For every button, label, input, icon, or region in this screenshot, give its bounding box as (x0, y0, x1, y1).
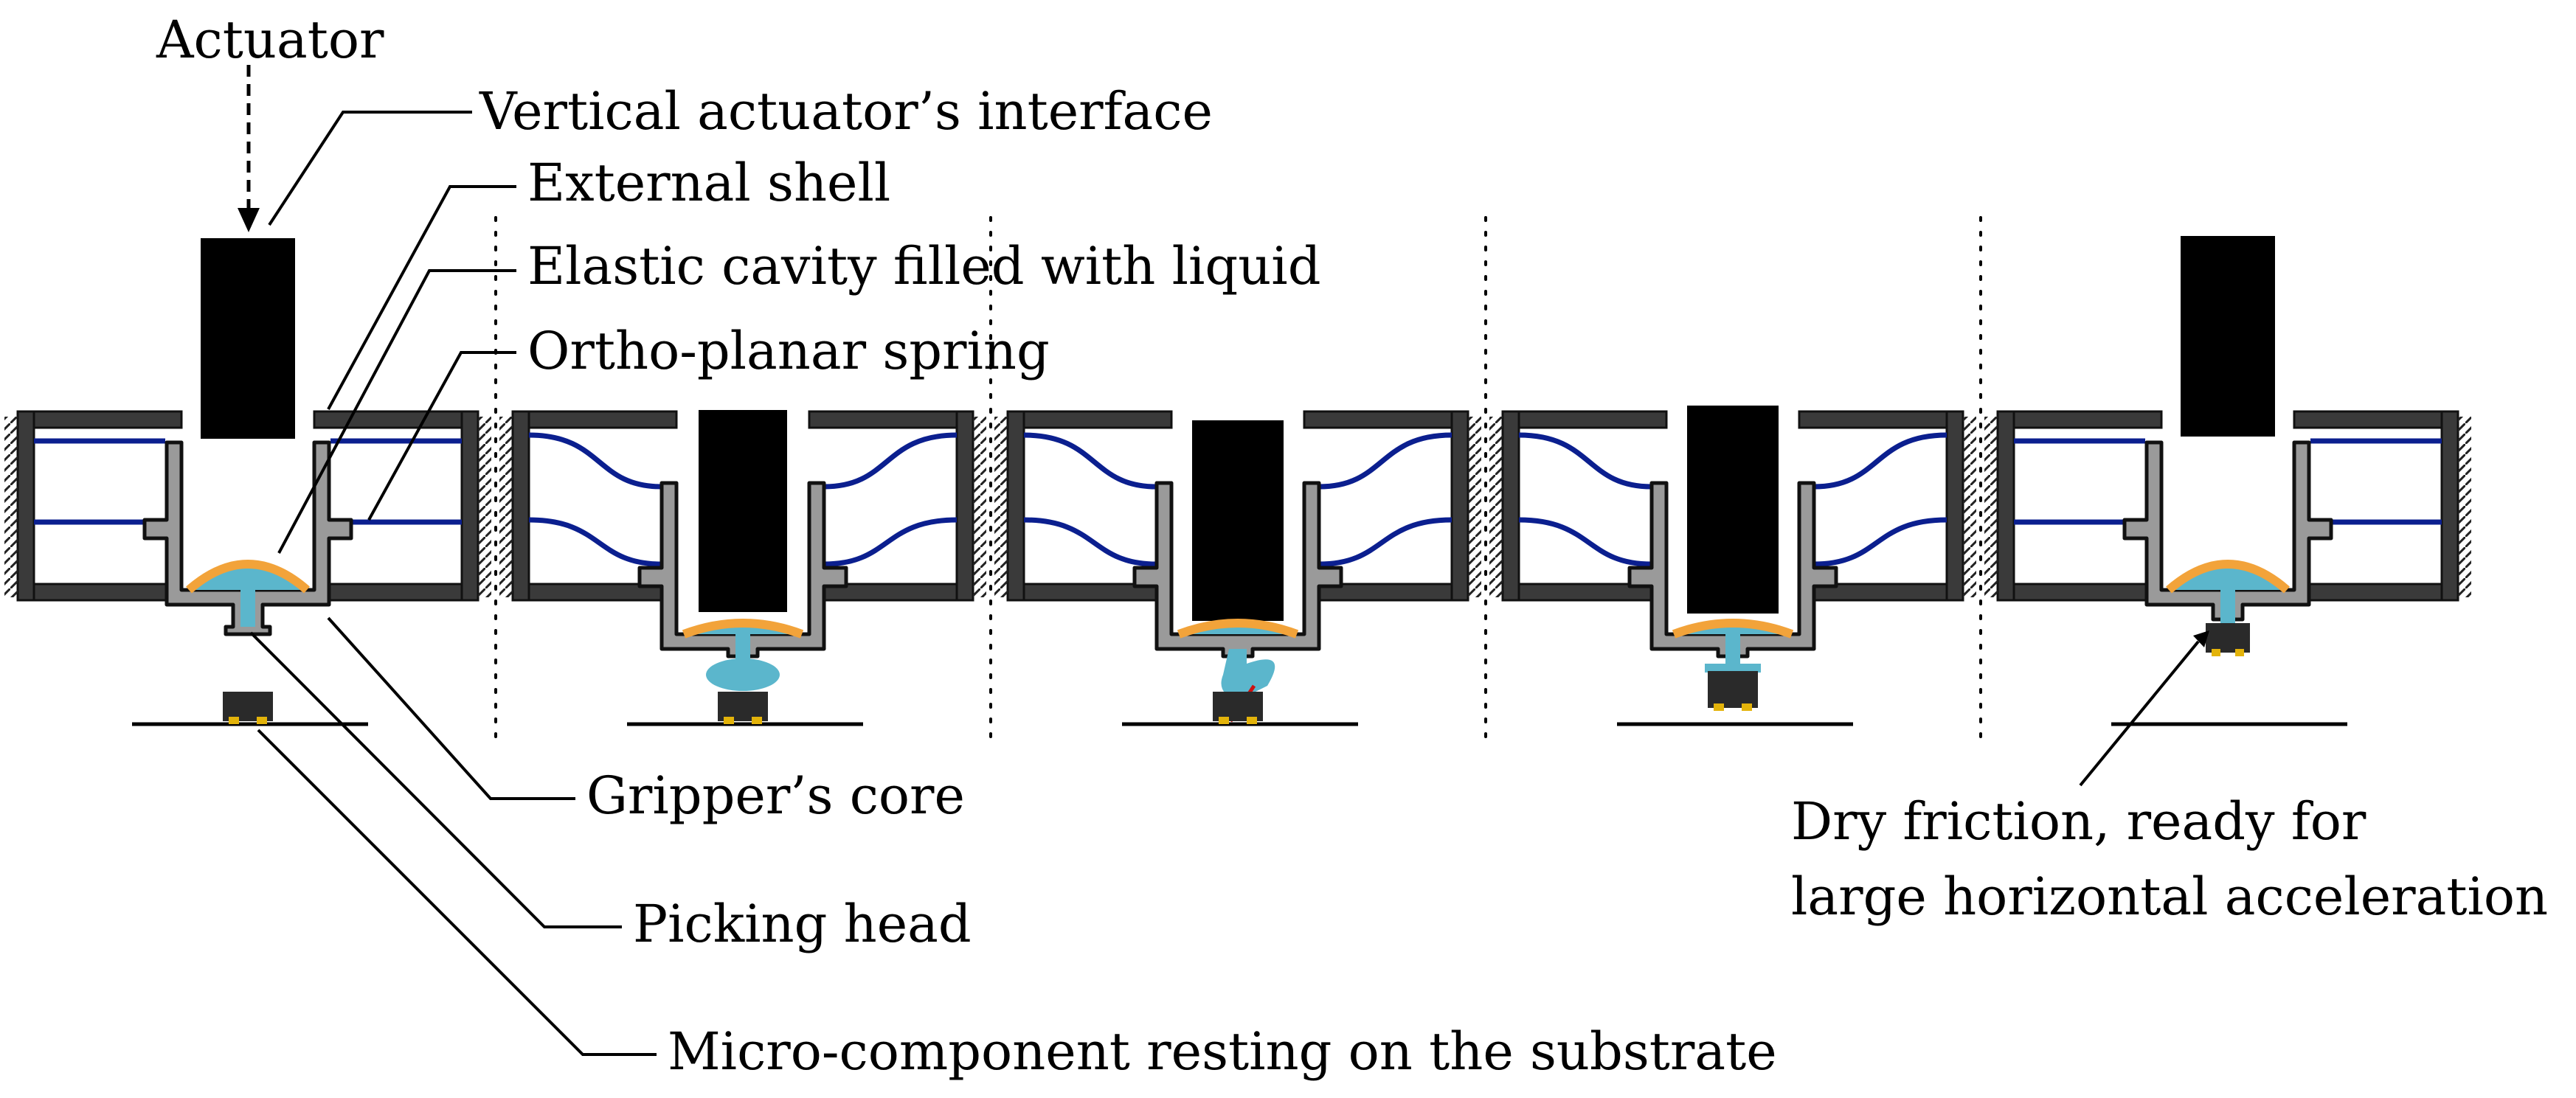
label-micro-component: Micro-component resting on the substrate (668, 1021, 1777, 1082)
ortho-planar-spring (1518, 432, 1947, 567)
micro-component (2206, 623, 2250, 656)
elastic-cavity (684, 623, 802, 634)
ortho-planar-spring (1023, 432, 1453, 567)
grippers-core (637, 481, 848, 659)
ortho-planar-spring (34, 438, 462, 525)
leader-external-shell (327, 185, 516, 410)
label-dry-friction-line1: Dry friction, ready for (1791, 791, 2366, 852)
actuator-block (201, 238, 295, 439)
label-picking-head: Picking head (633, 894, 972, 954)
stage-4 (1489, 406, 1976, 726)
elastic-cavity (1674, 623, 1792, 634)
picking-head (1221, 649, 1275, 701)
leader-elastic-cavity (277, 269, 516, 554)
labels: Actuator Vertical actuator’s interface E… (156, 10, 2548, 1082)
label-dry-friction-line2: large horizontal acceleration (1791, 866, 2548, 927)
dry-friction-arrowhead (2193, 630, 2209, 647)
ortho-planar-spring (528, 432, 958, 567)
leader-vertical-interface (268, 111, 472, 226)
external-shell (4, 410, 491, 602)
actuator-arrowhead (238, 208, 260, 232)
leader-dry-friction (2079, 640, 2200, 787)
stage-3 (994, 410, 1481, 726)
picking-head (706, 659, 780, 691)
picking-head (1725, 634, 1740, 671)
stage-1 (4, 238, 491, 726)
label-external-shell: External shell (527, 153, 890, 213)
leader-picking-head (249, 631, 622, 928)
stage-separators (494, 216, 1982, 750)
ortho-planar-spring (2014, 438, 2442, 525)
leader-lines (238, 65, 2209, 1056)
picking-head (2220, 590, 2235, 623)
micro-component (223, 692, 273, 724)
actuator-block (1687, 406, 1779, 614)
actuator-block (699, 410, 787, 612)
leader-micro-component (257, 729, 657, 1056)
leader-ortho-planar-spring (367, 351, 516, 521)
leader-grippers-core (327, 616, 575, 800)
label-ortho-planar-spring: Ortho-planar spring (527, 321, 1050, 381)
elastic-cavity (2169, 564, 2287, 590)
external-shell (994, 410, 1481, 602)
label-vertical-interface: Vertical actuator’s interface (479, 81, 1213, 142)
micro-component (1213, 692, 1263, 724)
grippers-core (2122, 440, 2333, 622)
stage-2 (499, 410, 986, 726)
actuator-block (1192, 420, 1284, 621)
label-elastic-cavity: Elastic cavity filled with liquid (527, 236, 1321, 296)
external-shell (1489, 410, 1976, 602)
stage-5 (1984, 236, 2471, 726)
elastic-cavity (1179, 623, 1297, 634)
grippers-core (1132, 481, 1343, 659)
actuator-block (2181, 236, 2275, 437)
label-actuator: Actuator (156, 10, 384, 70)
picking-head (240, 590, 255, 627)
label-grippers-core: Gripper’s core (586, 765, 965, 826)
micro-component (718, 692, 768, 724)
elastic-cavity (189, 564, 307, 590)
external-shell (499, 410, 986, 602)
grippers-core (1627, 481, 1838, 659)
